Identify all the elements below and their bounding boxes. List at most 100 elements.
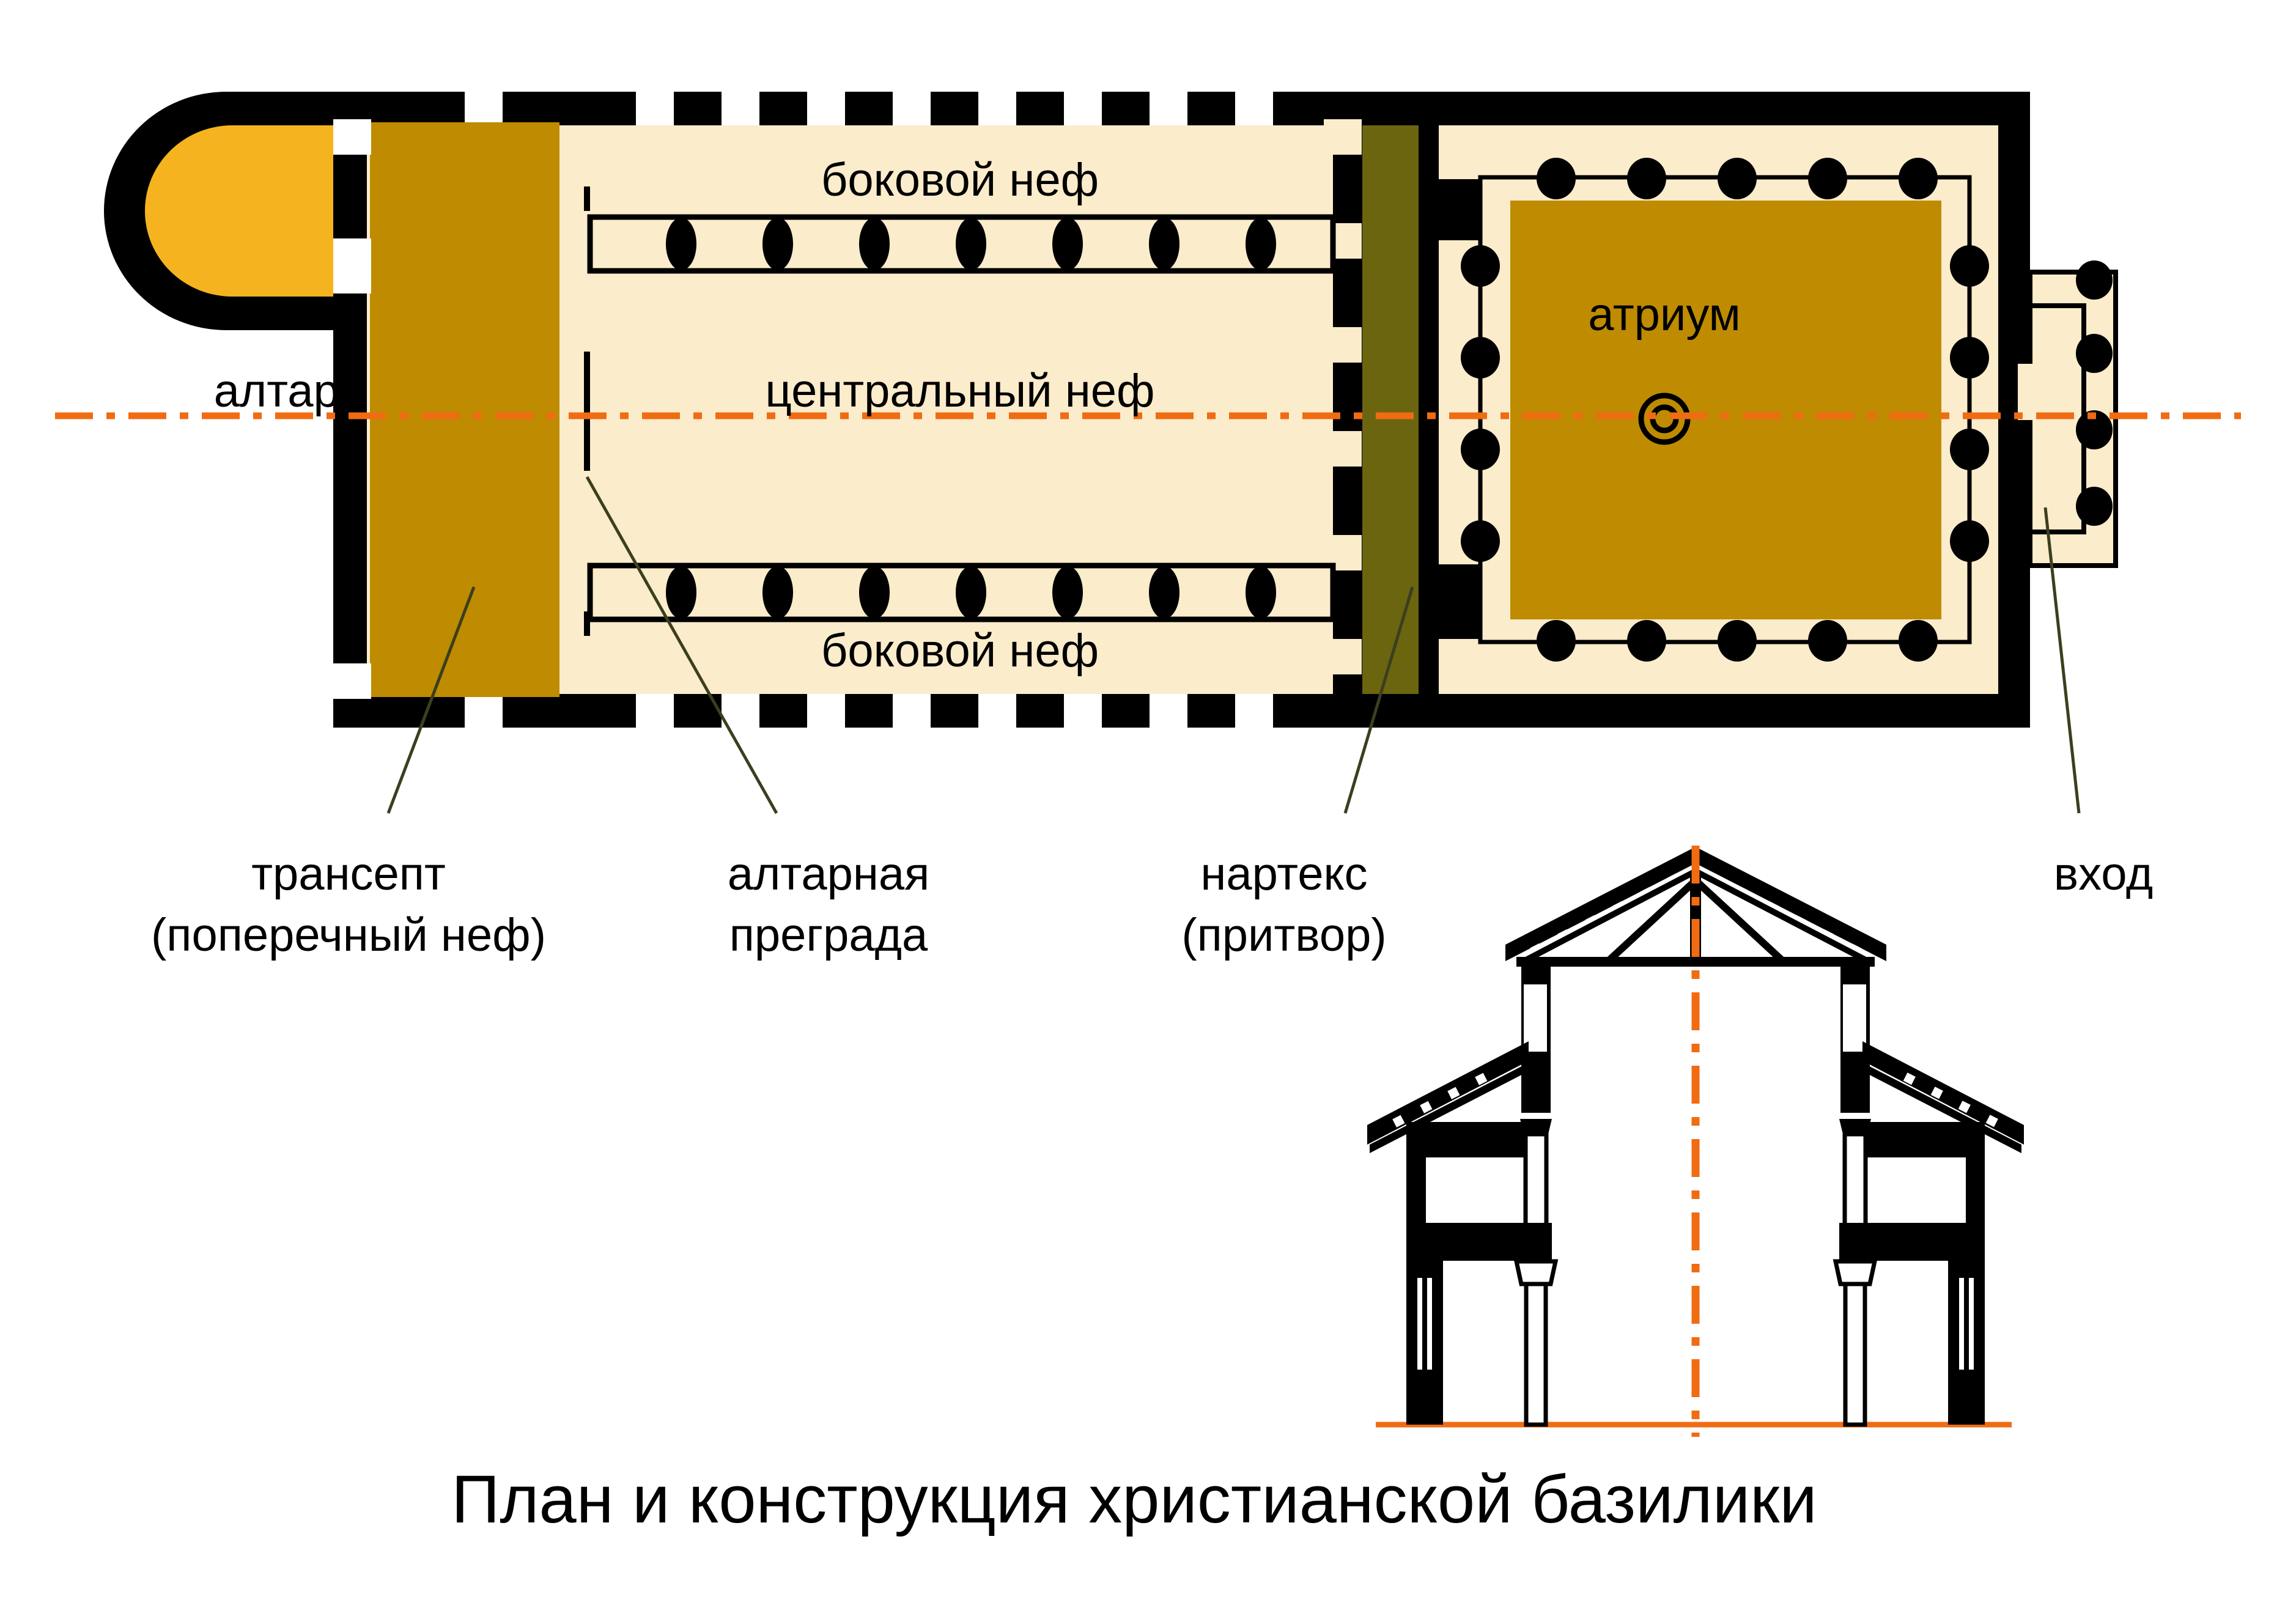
- truss-strut-right: [1692, 877, 1786, 964]
- window-top-5: [893, 92, 931, 125]
- atrium-column-bottom-3: [1718, 620, 1757, 662]
- aisle-window-right: [1874, 1157, 1966, 1227]
- atrium-column-bottom-1: [1537, 620, 1576, 662]
- apse: [104, 92, 342, 330]
- label-central-nave: центральный неф: [765, 365, 1154, 417]
- atrium-column-left-2: [1461, 337, 1500, 378]
- window-top-9: [1235, 92, 1273, 125]
- callout-altar-screen-line1: алтарная: [728, 848, 930, 900]
- pilaster-right-flute-1: [1959, 1278, 1964, 1370]
- window-top-7: [1064, 92, 1102, 125]
- nave-col-right-shaft-upper: [1842, 1132, 1868, 1228]
- window-top-6: [978, 92, 1016, 125]
- nave-column-bottom-2: [762, 566, 793, 619]
- window-bottom-7: [1064, 694, 1102, 728]
- aisle-impost-right: [1855, 1223, 1985, 1261]
- nave-column-bottom-6: [1149, 566, 1179, 619]
- window-top-8: [1150, 92, 1187, 125]
- atrium-column-right-2: [1950, 337, 1989, 378]
- nave-column-top-4: [956, 218, 986, 270]
- opening-nl-1: [1324, 119, 1362, 155]
- opening-t-top: [333, 119, 371, 155]
- nave-column-bottom-5: [1052, 566, 1083, 619]
- clerestory-window-right: [1843, 978, 1866, 1052]
- nave-col-left-shaft: [1524, 1282, 1548, 1427]
- opening-t-bottom: [333, 663, 371, 699]
- atrium-column-right-4: [1950, 520, 1989, 562]
- aisle-tile-r1: [1985, 1115, 1998, 1127]
- callout-narthex-line2: (притвор): [1181, 909, 1386, 961]
- aisle-pilaster-left: [1411, 1261, 1439, 1425]
- callout-altar-screen: алтарная преграда: [728, 848, 930, 961]
- window-top-4: [807, 92, 845, 125]
- clerestory-cap-right: [1840, 965, 1870, 984]
- window-bottom-3: [722, 694, 759, 728]
- label-altar: алтарь: [214, 365, 364, 417]
- aisle-tile-l3: [1447, 1087, 1460, 1099]
- opening-nl-3: [1324, 327, 1362, 363]
- aisle-tile-l1: [1392, 1115, 1405, 1127]
- window-bottom-2: [636, 694, 674, 728]
- leader-narthex: [1343, 586, 1414, 814]
- callout-altar-screen-line2: преграда: [729, 909, 928, 961]
- clerestory-windows-top: [465, 92, 1273, 125]
- aisle-entablature-left: [1406, 1122, 1536, 1157]
- aisle-pilaster-right: [1952, 1261, 1980, 1425]
- atrium-column-bottom-2: [1627, 620, 1666, 662]
- callout-narthex-line1: нартекс: [1200, 848, 1367, 900]
- atrium-column-left-1: [1461, 245, 1500, 287]
- opening-t-right-2: [563, 211, 592, 352]
- nave-column-bottom-3: [859, 566, 890, 619]
- transept-zone: [370, 122, 559, 697]
- porch-column-1: [2076, 260, 2113, 300]
- atrium-column-top-2: [1627, 158, 1666, 199]
- window-bottom-9: [1235, 694, 1273, 728]
- window-bottom-1: [465, 694, 503, 728]
- nave-colonnade-bottom: [587, 563, 1336, 622]
- window-bottom-8: [1150, 694, 1187, 728]
- opening-t-right-4: [563, 636, 592, 694]
- clerestory-cap-left: [1521, 965, 1551, 984]
- window-bottom-5: [893, 694, 931, 728]
- label-side-nave-top: боковой неф: [821, 154, 1099, 206]
- atrium-column-left-4: [1461, 520, 1500, 562]
- label-atrium: атриум: [1588, 289, 1741, 341]
- porch-column-2: [2076, 334, 2113, 373]
- atrium-column-left-3: [1461, 429, 1500, 470]
- nave-column-bottom-1: [666, 566, 696, 619]
- nave-colonnade-top: [587, 214, 1336, 274]
- apse-floor: [145, 125, 342, 297]
- figure-title: План и конструкция христианской базилики: [451, 1462, 1817, 1537]
- cross-section-view: [1367, 846, 2024, 1437]
- pilaster-left-flute-1: [1417, 1278, 1422, 1370]
- window-bottom-6: [978, 694, 1016, 728]
- window-bottom-4: [807, 694, 845, 728]
- opening-t-right-3: [563, 471, 592, 611]
- nave-col-right-shaft: [1843, 1282, 1867, 1427]
- aisle-tile-l2: [1420, 1101, 1433, 1113]
- clerestory-windows-bottom: [465, 694, 1273, 728]
- aisle-roof-slab-right: [1862, 1041, 2024, 1145]
- nave-column-top-1: [666, 218, 696, 270]
- callout-entrance: вход: [2054, 848, 2153, 900]
- nave-column-bottom-7: [1246, 566, 1276, 619]
- atrium-column-bottom-4: [1808, 620, 1847, 662]
- pilaster-left-flute-2: [1427, 1278, 1432, 1370]
- transept-wall-openings: [333, 119, 592, 699]
- label-side-nave-bottom: боковой неф: [821, 625, 1099, 677]
- aisle-entablature-right: [1855, 1122, 1985, 1157]
- porch-column-3: [2076, 410, 2113, 449]
- callout-transept: трансепт (поперечный неф): [151, 848, 546, 961]
- leader-entrance: [2043, 507, 2081, 814]
- nave-column-top-2: [762, 218, 793, 270]
- pilaster-right-flute-2: [1969, 1278, 1974, 1370]
- aisle-tile-l4: [1475, 1072, 1488, 1085]
- nave-column-bottom-4: [956, 566, 986, 619]
- nave-column-top-6: [1149, 218, 1179, 270]
- pilaster-right-shaft: [1952, 1261, 1980, 1425]
- atrium-column-bottom-5: [1899, 620, 1938, 662]
- section-main-roof: [1505, 847, 1886, 967]
- nave-column-top-5: [1052, 218, 1083, 270]
- atrium-column-top-5: [1899, 158, 1938, 199]
- aisle-tile-r3: [1930, 1087, 1943, 1099]
